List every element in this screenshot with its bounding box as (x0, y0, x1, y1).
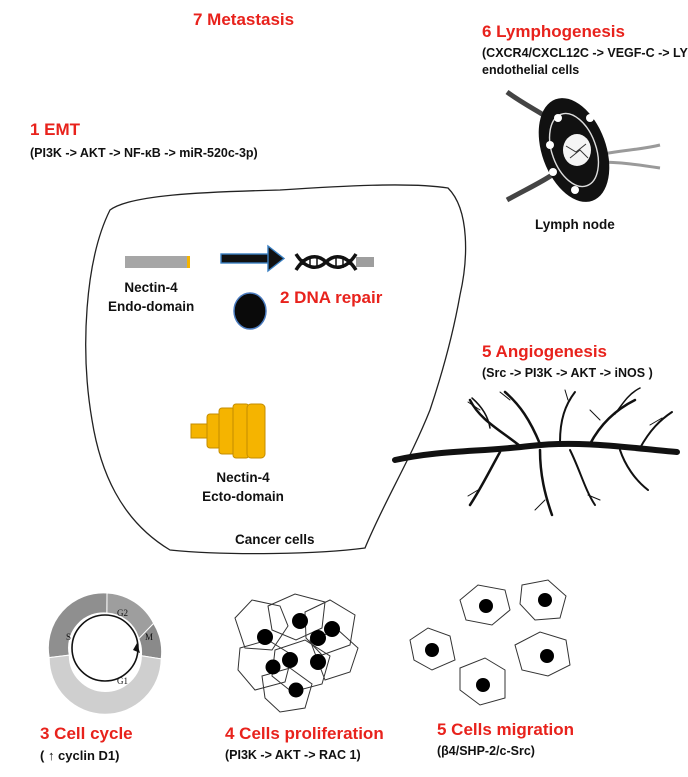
angiogenesis-title: 5 Angiogenesis (482, 342, 608, 361)
dna-repair-title: 2 DNA repair (280, 288, 383, 307)
migration-pathway: (β4/SHP-2/c-Src) (437, 744, 535, 758)
nucleus-blob (233, 292, 267, 330)
proliferation-title: 4 Cells proliferation (225, 724, 384, 743)
ecto-domain-label: Nectin-4 Ecto-domain (190, 468, 296, 506)
cell-cycle-title: 3 Cell cycle (40, 724, 133, 743)
endo-label-line2: Endo-domain (108, 299, 195, 314)
proliferation-pathway: (PI3K -> AKT -> RAC 1) (225, 748, 361, 762)
lymphogenesis-pathway-cont: endothelial cells (482, 63, 580, 77)
blood-vessel-illustration (392, 387, 680, 517)
emt-pathway: (PI3K -> AKT -> NF-κB -> miR-520c-3p) (30, 146, 258, 160)
cell-cycle-ring (47, 592, 163, 715)
emt-title: 1 EMT (30, 120, 81, 139)
migrating-cells (409, 579, 571, 706)
dna-helix-icon (294, 253, 374, 271)
phase-s-label: S (66, 632, 71, 642)
endo-domain-label: Nectin-4 Endo-domain (108, 278, 194, 316)
lymphogenesis-pathway: (CXCR4/CXCL12C -> VEGF-C -> LY (482, 46, 688, 60)
lymph-node-label: Lymph node (535, 217, 615, 232)
cancer-cells-label: Cancer cells (235, 532, 315, 547)
metastasis-title: 7 Metastasis (193, 10, 295, 29)
endo-label-line1: Nectin-4 (124, 280, 178, 295)
lymphogenesis-title: 6 Lymphogenesis (482, 22, 625, 41)
arrow-icon (220, 244, 286, 273)
phase-g1-label: G1 (117, 676, 128, 686)
ecto-label-line2: Ecto-domain (202, 489, 284, 504)
proliferating-cells (234, 593, 359, 713)
angiogenesis-pathway: (Src -> PI3K -> AKT -> iNOS ) (482, 366, 653, 380)
cell-cycle-pathway: ( ↑ cyclin D1) (40, 748, 120, 763)
nectin-ecto-domain (190, 403, 266, 459)
ecto-label-line1: Nectin-4 (216, 470, 270, 485)
migration-title: 5 Cells migration (437, 720, 574, 739)
nectin-endo-domain (125, 256, 190, 268)
phase-m-label: M (145, 632, 153, 642)
cancer-cell-outline (85, 184, 467, 555)
lymph-node-illustration (505, 89, 661, 203)
phase-g2-label: G2 (117, 608, 128, 618)
